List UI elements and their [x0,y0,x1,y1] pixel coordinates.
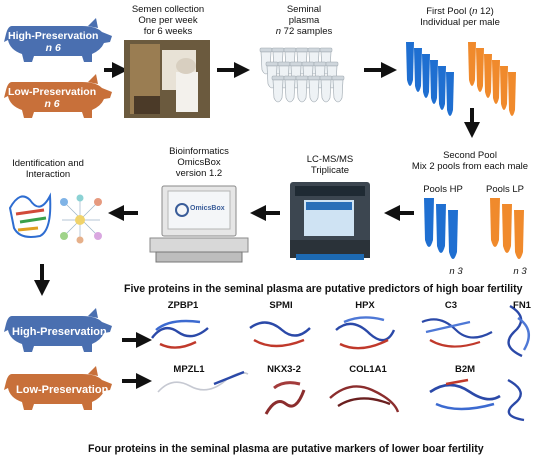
bioinformatics-line-3: version 1.2 [175,168,223,179]
omicsbox-screen-logo: OmicsBox [190,205,225,212]
first-pool-line-2: Individual per male [420,17,500,28]
identification-line-1: Identification and [12,158,84,169]
first-pool-text: First Pool (n 12) Individual per male [400,6,520,28]
protein-hpx: HPX [355,300,375,311]
first-pool-prefix: First Pool ( [426,6,473,17]
lcms-text: LC-MS/MS Triplicate [292,154,368,176]
protein-b2m: B2M [454,364,476,375]
protein-structure-hpx [335,316,396,350]
second-pool-line-2: Mix 2 pools from each male [411,161,529,172]
low-preservation-name: Low-Preservation [8,86,97,98]
protein-nkx3-2: NKX3-2 [267,364,301,375]
high-preservation-n: n 6 [45,42,61,54]
protein-mpzl1: MPZL1 [173,364,205,375]
low-preservation-n: n 6 [44,98,60,110]
identification-image [8,192,102,244]
protein-zpbp1: ZPBP1 [167,300,199,311]
protein-structure-b2m [429,378,501,411]
high-preservation-label-bottom: High-Preservation [12,326,107,338]
lcms-line-2: Triplicate [310,165,350,176]
protein-structure-mpzl1 [157,370,249,393]
bioinformatics-line-1: Bioinformatics [169,146,229,157]
seminal-plasma-line-2: plasma [288,15,320,26]
protein-fn1: FN1 [513,300,531,311]
banner-high-fertility: Five proteins in the seminal plasma are … [124,283,523,295]
semen-collection-line-2: One per week [138,15,198,26]
pools-hp-n: n 3 [449,266,463,277]
semen-collection-photo [124,40,210,118]
pools-hp-tubes [424,198,458,259]
protein-col1a1: COL1A1 [349,364,387,375]
bioinformatics-line-2: OmicsBox [177,157,221,168]
semen-collection-line-1: Semen collection [131,4,205,15]
protein-structure-c3 [421,318,493,348]
protein-spmi: SPMI [269,300,293,311]
first-pool-n: n [472,6,478,17]
second-pool-text: Second Pool Mix 2 pools from each male [400,150,540,172]
semen-collection-line-3: for 6 weeks [143,26,193,37]
lcms-line-1: LC-MS/MS [306,154,354,165]
pools-hp-label: Pools HP [423,184,463,195]
seminal-plasma-samples: n 72 samples [254,26,354,37]
seminal-plasma-line-1: Seminal [286,4,322,15]
protein-structure-fn1-lower [507,378,525,422]
protein-structure-nkx3-2 [264,381,306,415]
seminal-plasma-tubes [259,47,345,103]
pools-lp-n: n 3 [513,266,527,277]
banner-lower-fertility: Four proteins in the seminal plasma are … [88,443,484,455]
protein-c3: C3 [444,300,458,311]
identification-line-2: Interaction [25,169,71,180]
protein-structure-spmi [249,321,311,348]
computer [149,185,249,263]
low-preservation-label-bottom: Low-Preservation [16,384,109,396]
high-preservation-name: High-Preservation [8,30,99,42]
samples-value: 72 samples [283,26,333,37]
second-pool-line-1: Second Pool [443,150,497,161]
first-pool-suffix: 12) [477,6,494,17]
semen-collection-text: Semen collection One per week for 6 week… [120,4,216,37]
pools-lp-tubes [490,198,524,259]
first-pool-line-1: First Pool (n 12) [400,6,520,17]
first-pool-blue-tubes [406,42,454,116]
lcms-instrument [290,182,370,260]
first-pool-orange-tubes [468,42,516,116]
low-preservation-label-top: Low-Preservation n 6 [8,86,96,110]
protein-structure-zpbp1 [151,319,209,349]
identification-text: Identification and Interaction [6,158,90,180]
protein-structure-fn1 [507,304,530,358]
seminal-plasma-text: Seminal plasma n 72 samples [254,4,354,37]
pools-lp-label: Pools LP [485,184,525,195]
protein-structure-col1a1 [329,385,400,413]
bioinformatics-text: Bioinformatics OmicsBox version 1.2 [150,146,248,179]
samples-n: n [275,26,282,37]
high-preservation-label-top: High-Preservation n 6 [8,30,98,54]
